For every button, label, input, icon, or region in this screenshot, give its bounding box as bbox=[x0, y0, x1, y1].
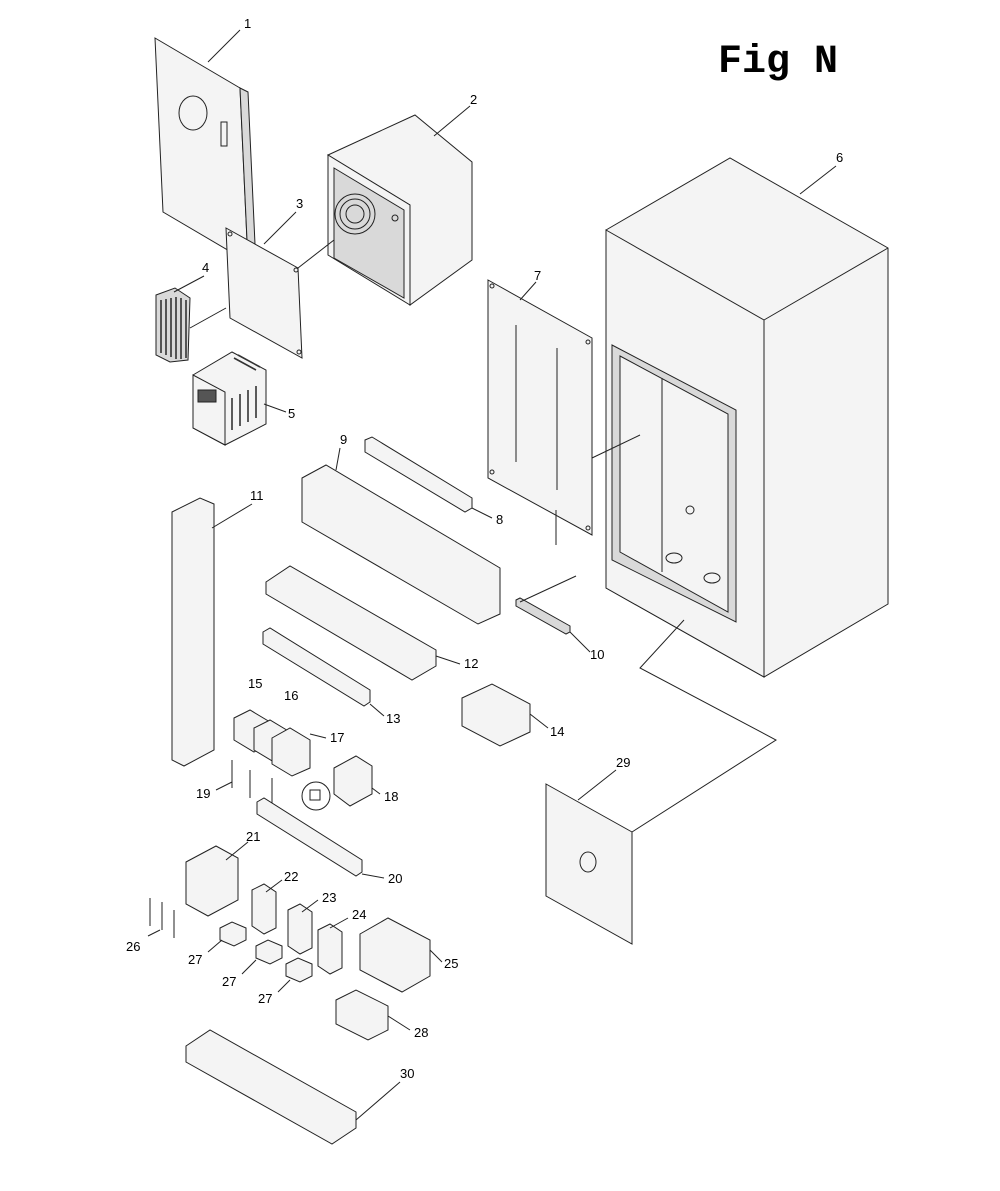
part-3-mounting-plate bbox=[225, 227, 335, 359]
part-14-transformer bbox=[461, 683, 531, 747]
callout-17: 17 bbox=[330, 730, 344, 745]
callout-20: 20 bbox=[388, 871, 402, 886]
callout-11: 11 bbox=[250, 488, 264, 503]
part-27-fuse bbox=[219, 921, 313, 983]
part-17-relay-module bbox=[271, 727, 311, 777]
part-25-contactor bbox=[359, 917, 431, 993]
callout-4: 4 bbox=[202, 260, 209, 275]
part-2-enclosure-box bbox=[326, 114, 473, 306]
callout-28: 28 bbox=[414, 1025, 428, 1040]
part-19-pins bbox=[231, 760, 273, 806]
callout-13: 13 bbox=[386, 711, 400, 726]
leader-lines bbox=[147, 29, 837, 1121]
callout-19: 19 bbox=[196, 786, 210, 801]
callout-27a: 27 bbox=[188, 952, 202, 967]
callout-27b: 27 bbox=[222, 974, 236, 989]
part-22-fuse-holder bbox=[251, 883, 277, 935]
callout-2: 2 bbox=[470, 92, 477, 107]
part-4-heat-sink bbox=[155, 287, 227, 363]
part-29-cabinet-door bbox=[545, 619, 777, 945]
callout-14: 14 bbox=[550, 724, 564, 739]
part-7-back-plate bbox=[487, 279, 641, 545]
callout-6: 6 bbox=[836, 150, 843, 165]
part-18-switch bbox=[301, 755, 373, 811]
callout-27c: 27 bbox=[258, 991, 272, 1006]
callout-7: 7 bbox=[534, 268, 541, 283]
part-6-cabinet bbox=[605, 157, 889, 678]
callout-22: 22 bbox=[284, 869, 298, 884]
callout-26: 26 bbox=[126, 939, 140, 954]
part-21-circuit-breaker bbox=[185, 845, 239, 917]
callout-24: 24 bbox=[352, 907, 366, 922]
part-13-din-rail bbox=[262, 627, 371, 707]
callout-12: 12 bbox=[464, 656, 478, 671]
callout-labels: 1 2 3 4 5 6 7 8 9 10 11 12 13 14 15 16 1… bbox=[126, 16, 843, 1081]
part-1-door-panel bbox=[154, 37, 257, 267]
part-28-overload-relay bbox=[335, 989, 389, 1041]
callout-30: 30 bbox=[400, 1066, 414, 1081]
callout-29: 29 bbox=[616, 755, 630, 770]
callout-21: 21 bbox=[246, 829, 260, 844]
callout-23: 23 bbox=[322, 890, 336, 905]
callout-18: 18 bbox=[384, 789, 398, 804]
callout-9: 9 bbox=[340, 432, 347, 447]
part-11-vertical-duct bbox=[171, 497, 215, 767]
part-12-horizontal-duct bbox=[265, 565, 437, 681]
callout-1: 1 bbox=[244, 16, 251, 31]
part-9-terminal-blocks bbox=[301, 464, 501, 625]
figure-title: Fig N bbox=[718, 40, 838, 85]
part-20-din-rail bbox=[256, 797, 363, 877]
part-5-inverter bbox=[192, 351, 267, 446]
callout-3: 3 bbox=[296, 196, 303, 211]
callout-8: 8 bbox=[496, 512, 503, 527]
part-30-bottom-duct bbox=[185, 1029, 357, 1145]
callout-5: 5 bbox=[288, 406, 295, 421]
part-24-fuse-holder bbox=[317, 923, 343, 975]
callout-15: 15 bbox=[248, 676, 262, 691]
part-23-fuse-holder bbox=[287, 903, 313, 955]
callout-16: 16 bbox=[284, 688, 298, 703]
part-26-pins bbox=[149, 898, 175, 938]
callout-25: 25 bbox=[444, 956, 458, 971]
part-10-earth-bar bbox=[515, 575, 577, 635]
callout-10: 10 bbox=[590, 647, 604, 662]
